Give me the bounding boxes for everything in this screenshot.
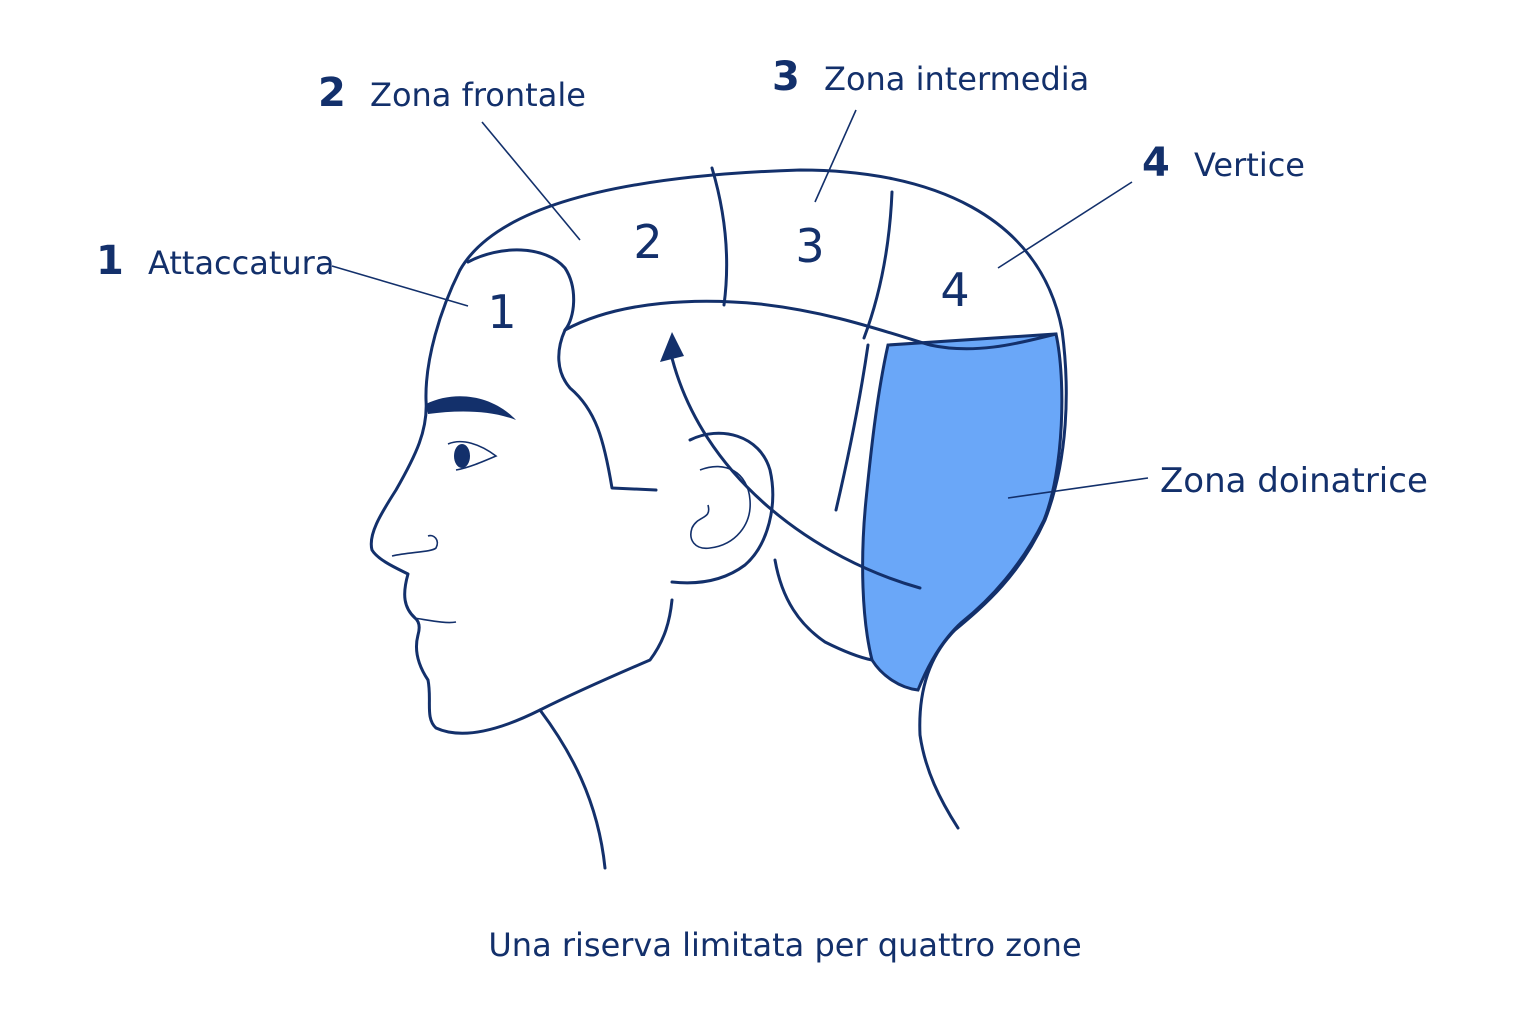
label-zone-1: 1 Attaccatura	[96, 238, 334, 284]
zone-3-marker: 3	[795, 219, 824, 273]
label-zone-3-number: 3	[772, 54, 800, 100]
arrow-head	[660, 332, 684, 362]
label-zone-3-text: Zona intermedia	[824, 60, 1089, 98]
ear	[670, 431, 775, 585]
leader-zone-1	[331, 265, 469, 307]
zone-1-outline	[466, 248, 658, 492]
neck-back	[773, 558, 874, 662]
zone-4-marker: 4	[940, 263, 969, 317]
leader-donor	[1007, 477, 1149, 499]
nostril	[391, 534, 439, 557]
label-zone-4-number: 4	[1142, 140, 1170, 186]
iris	[454, 444, 470, 468]
divider-3-4	[862, 190, 894, 340]
hair-band-lower	[563, 299, 1058, 351]
label-zone-3: 3 Zona intermedia	[772, 54, 1089, 100]
label-zone-2-number: 2	[318, 70, 346, 116]
label-zone-4-text: Vertice	[1194, 146, 1305, 184]
face-profile	[369, 268, 674, 735]
leader-zone-4	[997, 181, 1133, 269]
ear-inner	[690, 465, 751, 550]
eyebrow	[426, 396, 516, 420]
caption: Una riserva limitata per quattro zone	[488, 926, 1081, 964]
label-donor: Zona doinatrice	[1160, 461, 1428, 501]
zone-2-marker: 2	[633, 215, 662, 269]
transplant-arrow	[668, 348, 922, 590]
label-zone-2-text: Zona frontale	[370, 76, 586, 114]
label-zone-1-number: 1	[96, 238, 124, 284]
sideburn-back	[834, 343, 870, 512]
leader-zone-3	[814, 109, 857, 203]
zone-1-marker: 1	[487, 285, 516, 339]
label-zone-4: 4 Vertice	[1142, 140, 1305, 186]
eye	[447, 440, 498, 471]
lips	[413, 617, 457, 624]
leader-zone-2	[481, 121, 581, 241]
label-zone-1-text: Attaccatura	[148, 244, 334, 282]
head-outline	[458, 168, 1068, 830]
donor-area	[861, 332, 1064, 692]
label-zone-2: 2 Zona frontale	[318, 70, 586, 116]
neck-front	[538, 708, 607, 870]
divider-2-3	[710, 166, 729, 307]
